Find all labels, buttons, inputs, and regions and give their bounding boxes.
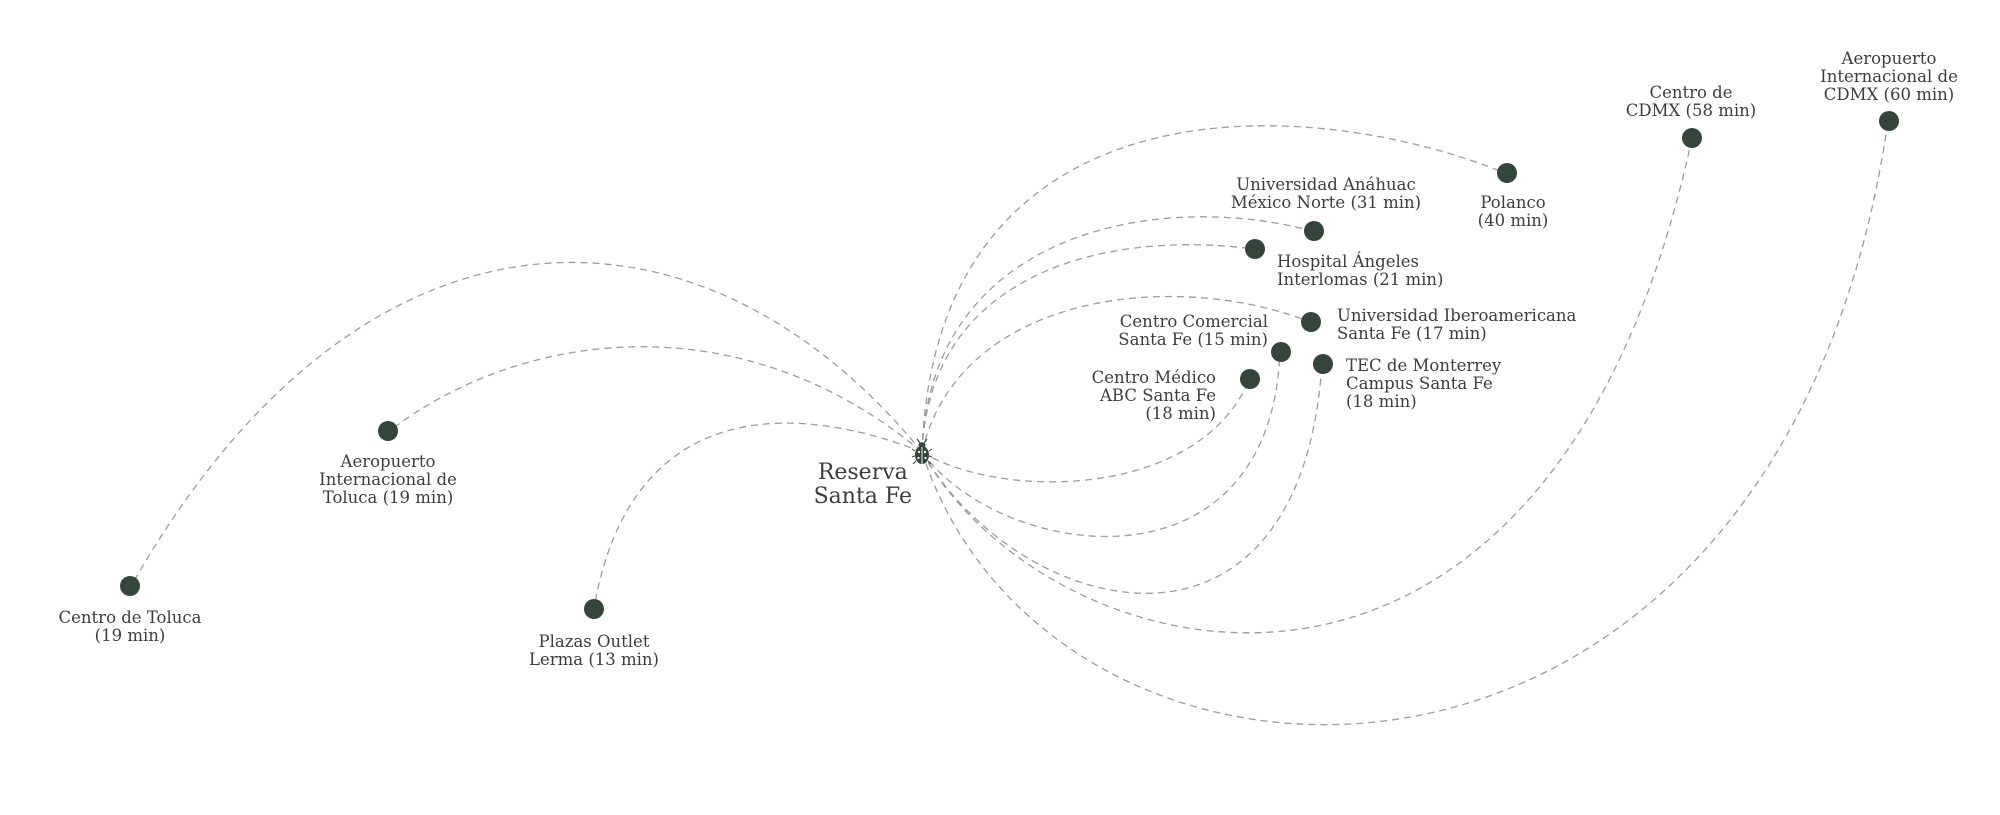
route-plazas-outlet — [593, 422, 923, 609]
hub-label-line: Santa Fe — [813, 484, 912, 509]
label-line: TEC de Monterrey — [1346, 356, 1502, 375]
dot-aeropuerto-toluca[interactable] — [378, 421, 398, 441]
route-polanco — [921, 125, 1506, 453]
dot-iberoamericana[interactable] — [1301, 312, 1321, 332]
route-anahuac — [921, 216, 1313, 453]
route-tec — [921, 363, 1323, 594]
label-line: Toluca (19 min) — [322, 488, 454, 507]
label-line: Santa Fe (17 min) — [1337, 324, 1487, 343]
label-line: Aeropuerto — [1841, 49, 1937, 68]
dot-plazas-outlet[interactable] — [584, 599, 604, 619]
label-line: (40 min) — [1477, 211, 1549, 230]
route-hospital-angeles — [921, 244, 1255, 453]
label-line: Interlomas (21 min) — [1277, 270, 1444, 289]
label-line: Plazas Outlet — [538, 632, 650, 651]
route-centro-toluca — [129, 261, 923, 589]
label-line: Internacional de — [1820, 67, 1958, 86]
dot-tec[interactable] — [1313, 354, 1333, 374]
label-plazas-outlet: Plazas Outlet Lerma (13 min) — [529, 633, 659, 669]
label-line: Centro Comercial — [1119, 312, 1268, 331]
dot-hospital-angeles[interactable] — [1245, 239, 1265, 259]
dot-aeropuerto-cdmx[interactable] — [1879, 111, 1899, 131]
label-tec: TEC de Monterrey Campus Santa Fe (18 min… — [1346, 357, 1501, 411]
route-aeropuerto-cdmx — [921, 120, 1889, 726]
label-line: Universidad Anáhuac — [1236, 175, 1416, 194]
label-line: Hospital Ángeles — [1277, 252, 1419, 271]
label-centro-toluca: Centro de Toluca (19 min) — [59, 609, 202, 645]
hub-label: Reserva Santa Fe — [814, 461, 912, 509]
ladybug-icon — [911, 438, 933, 465]
label-line: CDMX (60 min) — [1823, 85, 1955, 104]
label-hospital-angeles: Hospital Ángeles Interlomas (21 min) — [1277, 253, 1444, 289]
label-line: Centro de Toluca — [58, 608, 202, 627]
route-abc — [921, 377, 1251, 483]
route-centro-cdmx — [921, 137, 1693, 634]
label-line: (18 min) — [1346, 392, 1417, 411]
dot-polanco[interactable] — [1497, 163, 1517, 183]
label-aeropuerto-toluca: Aeropuerto Internacional de Toluca (19 m… — [319, 453, 457, 507]
label-abc: Centro Médico ABC Santa Fe (18 min) — [1092, 369, 1216, 423]
route-iberoamericana — [921, 295, 1311, 453]
label-line: México Norte (31 min) — [1230, 193, 1422, 212]
label-line: Centro Médico — [1091, 368, 1216, 387]
label-line: (18 min) — [1145, 404, 1216, 423]
label-line: Polanco — [1480, 193, 1546, 212]
label-line: Universidad Iberoamericana — [1337, 306, 1577, 325]
dot-centro-toluca[interactable] — [120, 576, 140, 596]
label-anahuac: Universidad Anáhuac México Norte (31 min… — [1231, 176, 1421, 212]
label-line: Aeropuerto — [340, 452, 436, 471]
route-aeropuerto-toluca — [387, 346, 923, 453]
label-centro-cdmx: Centro de CDMX (58 min) — [1626, 84, 1756, 120]
dot-centro-cdmx[interactable] — [1682, 128, 1702, 148]
route-centro-comercial — [921, 351, 1281, 538]
dot-anahuac[interactable] — [1304, 221, 1324, 241]
label-line: Internacional de — [319, 470, 457, 489]
label-line: Centro de — [1649, 83, 1733, 102]
hub-label-line: Reserva — [817, 460, 908, 485]
label-aeropuerto-cdmx: Aeropuerto Internacional de CDMX (60 min… — [1820, 50, 1958, 104]
label-line: CDMX (58 min) — [1625, 101, 1757, 120]
label-polanco: Polanco (40 min) — [1478, 194, 1549, 230]
dot-abc[interactable] — [1240, 369, 1260, 389]
label-line: Santa Fe (15 min) — [1118, 330, 1268, 349]
label-line: (19 min) — [94, 626, 166, 645]
label-iberoamericana: Universidad Iberoamericana Santa Fe (17 … — [1337, 307, 1576, 343]
label-line: Lerma (13 min) — [528, 650, 660, 669]
label-line: ABC Santa Fe — [1099, 386, 1216, 405]
label-centro-comercial: Centro Comercial Santa Fe (15 min) — [1118, 313, 1268, 349]
dot-centro-comercial[interactable] — [1271, 342, 1291, 362]
label-line: Campus Santa Fe — [1346, 374, 1493, 393]
